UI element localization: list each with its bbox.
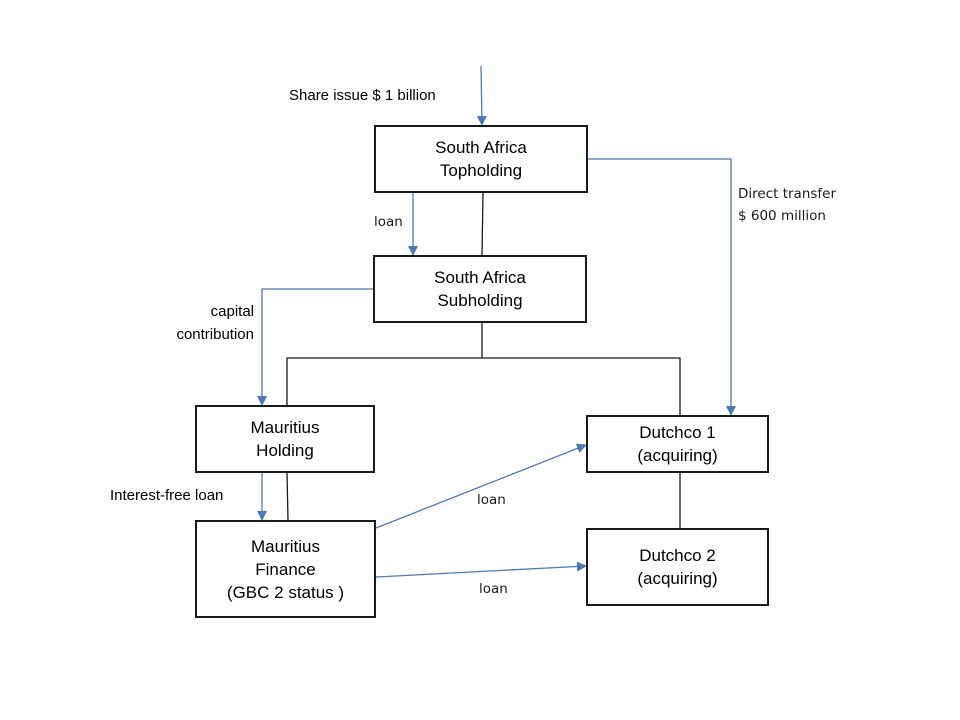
dutchco1-line1: Dutchco 1 (639, 423, 716, 442)
dutchco1-box: Dutchco 1 (acquiring) (586, 415, 769, 473)
dutchco1-line2: (acquiring) (637, 446, 718, 465)
mauritius-holding-box: Mauritius Holding (195, 405, 375, 473)
ownership-line-top-sub (481, 192, 484, 256)
direct-transfer-arrow (588, 158, 736, 416)
loan-to-dutchco1-label: loan (477, 492, 506, 508)
south-africa-subholding-box: South Africa Subholding (373, 255, 587, 323)
dutchco2-line2: (acquiring) (637, 569, 718, 588)
loan-to-dutchco1-arrow (375, 443, 587, 529)
mauritius-finance-line1: Mauritius (251, 536, 320, 556)
direct-transfer-line1: Direct transfer (738, 186, 837, 202)
loan-top-to-sub-label: loan (374, 214, 403, 230)
ownership-line-sub-dutchco1 (482, 357, 681, 415)
mauritius-finance-line3: (GBC 2 status ) (226, 582, 345, 602)
direct-transfer-label: Direct transfer $ 600 million (738, 183, 836, 227)
topholding-line2: Topholding (439, 161, 523, 180)
topholding-line1: South Africa (435, 138, 527, 157)
capital-contribution-line1: capital (210, 303, 254, 320)
capital-contribution-label: capital contribution (140, 301, 254, 345)
loan-to-dutchco2-label: loan (479, 581, 508, 597)
mauritius-finance-line2: Finance (255, 559, 316, 579)
subholding-line2: Subholding (437, 291, 523, 310)
capital-contribution-line2: contribution (176, 326, 254, 343)
interest-free-loan-label: Interest-free loan (110, 487, 224, 504)
share-issue-arrow (476, 65, 487, 126)
capital-contribution-arrow (257, 288, 373, 406)
loan-to-dutchco2-arrow (375, 561, 587, 578)
south-africa-topholding-box: South Africa Topholding (374, 125, 588, 193)
mauritius-holding-line1: Mauritius (250, 418, 320, 437)
dutchco2-line1: Dutchco 2 (639, 546, 716, 565)
share-issue-label: Share issue $ 1 billion (289, 87, 436, 104)
mauritius-finance-box: Mauritius Finance (GBC 2 status ) (195, 520, 376, 618)
subholding-line1: South Africa (434, 268, 526, 287)
ownership-line-holding-finance (286, 472, 289, 521)
direct-transfer-line2: $ 600 million (738, 208, 826, 224)
ownership-line-sub-branch (286, 323, 483, 405)
dutchco2-box: Dutchco 2 (acquiring) (586, 528, 769, 606)
mauritius-holding-line2: Holding (256, 441, 314, 460)
